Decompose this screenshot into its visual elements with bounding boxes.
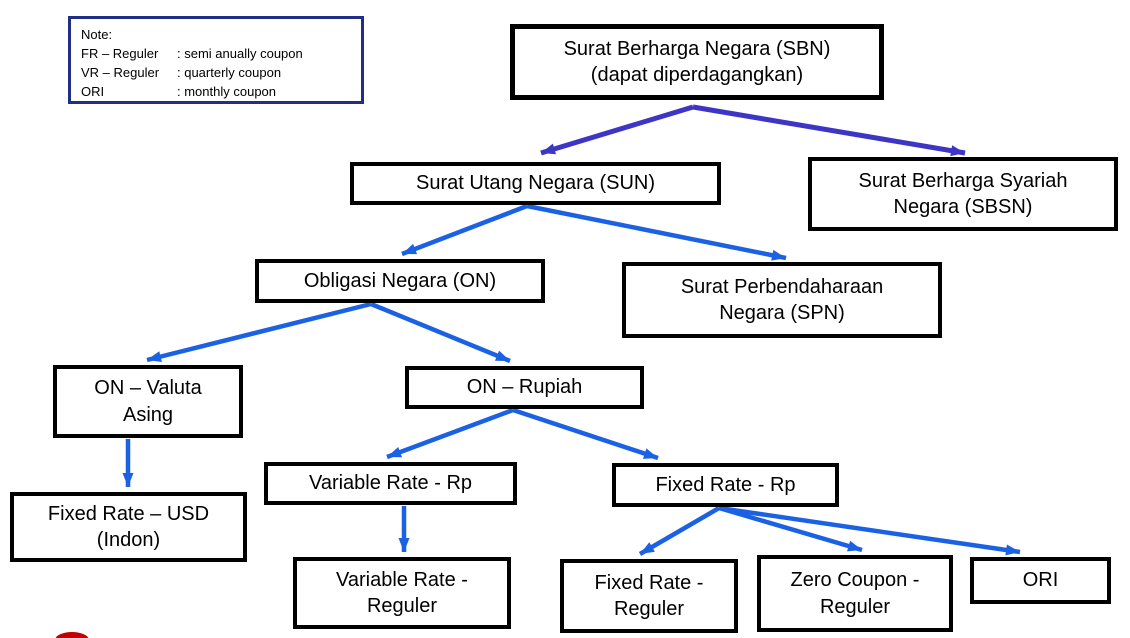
edge-sun-on-head <box>402 243 418 255</box>
edge-valuta-usd-head <box>122 473 134 487</box>
note-desc-vr: : quarterly coupon <box>177 64 282 80</box>
edge-fixed-ori-head <box>1005 544 1020 556</box>
edge-var-reguler-head <box>398 538 410 552</box>
node-obligasi-negara: Obligasi Negara (ON) <box>255 259 545 303</box>
red-logo-fragment <box>55 632 89 638</box>
note-term-vr: VR – Reguler <box>81 64 160 80</box>
edge-rupiah-fixed-head <box>642 448 658 459</box>
node-sun: Surat Utang Negara (SUN) <box>350 162 721 205</box>
note-term-ori: ORI <box>81 83 105 99</box>
edge-sbn-sun-head <box>541 143 556 155</box>
node-on-rupiah: ON – Rupiah <box>405 366 644 409</box>
edge-fixed-ori <box>718 505 1021 555</box>
note-desc-ori: : monthly coupon <box>177 83 277 99</box>
edge-on-valuta-head <box>147 351 162 362</box>
node-fixed-rate-rp: Fixed Rate - Rp <box>612 463 839 507</box>
edge-fixed-fr-head <box>640 542 655 554</box>
node-variable-rate-reguler: Variable Rate - Reguler <box>293 557 511 629</box>
edge-sbn-sun <box>540 104 694 156</box>
edge-sun-spn-head <box>771 249 786 261</box>
note-desc-fr: : semi anually coupon <box>177 45 303 61</box>
node-fixed-rate-usd: Fixed Rate – USD (Indon) <box>10 492 247 562</box>
edge-on-valuta <box>146 301 372 363</box>
note-line-fr: FR – Reguler : semi anually coupon <box>81 45 351 64</box>
edge-rupiah-fixed <box>512 407 659 461</box>
node-zero-coupon-reguler: Zero Coupon - Reguler <box>757 555 953 632</box>
node-sbsn: Surat Berharga Syariah Negara (SBSN) <box>808 157 1118 231</box>
edge-fixed-fr <box>638 506 721 556</box>
edge-fixed-zero-head <box>847 540 862 552</box>
node-fixed-rate-reguler: Fixed Rate - Reguler <box>560 559 738 633</box>
edge-on-rupiah <box>370 301 511 364</box>
edge-fixed-zero <box>718 505 863 553</box>
node-on-valuta-asing: ON – Valuta Asing <box>53 365 243 438</box>
node-ori: ORI <box>970 557 1111 604</box>
edge-sbn-sbsn <box>692 104 966 156</box>
edge-rupiah-var <box>386 407 514 460</box>
node-spn: Surat Perbendaharaan Negara (SPN) <box>622 262 942 338</box>
note-line-ori: ORI : monthly coupon <box>81 83 351 102</box>
note-title: Note: <box>81 27 113 42</box>
edge-rupiah-var-head <box>387 446 403 458</box>
node-sbn: Surat Berharga Negara (SBN) (dapat diper… <box>510 24 884 100</box>
note-box: Note: FR – Reguler : semi anually coupon… <box>68 16 364 104</box>
note-line-vr: VR – Reguler : quarterly coupon <box>81 64 351 83</box>
note-term-fr: FR – Reguler <box>81 45 159 61</box>
node-variable-rate-rp: Variable Rate - Rp <box>264 462 517 505</box>
edge-sun-on <box>401 203 528 257</box>
edge-on-rupiah-head <box>494 350 510 361</box>
edge-sun-spn <box>526 203 787 261</box>
edge-sbn-sbsn-head <box>950 145 965 157</box>
